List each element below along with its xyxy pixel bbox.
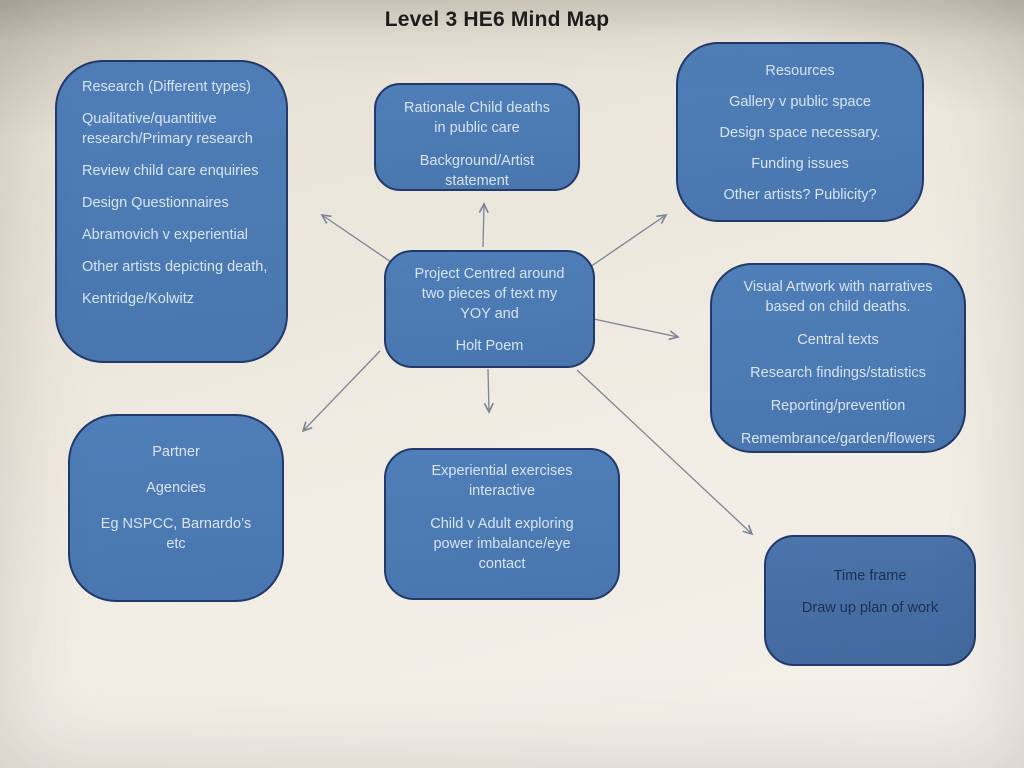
node-text: Child v Adult exploring power imbalance/… [430,516,574,572]
arrow-center-to-visual [588,317,680,341]
arrow-center-to-partner [301,350,381,433]
node-text: Remembrance/garden/flowers [740,431,936,447]
node-research: Research (Different types) Qualitative/q… [55,60,288,363]
node-text: Reporting/prevention [770,398,906,414]
node-text: Agencies [146,480,206,496]
node-text: Design space necessary. [719,125,881,141]
node-text: Time frame [833,568,907,584]
node-text: Kentridge/Kolwitz [82,291,195,307]
node-text: Other artists? Publicity? [723,187,877,203]
node-rationale: Rationale Child deaths in public care Ba… [374,83,580,191]
node-text: Design Questionnaires [82,195,229,211]
page-title: Level 3 HE6 Mind Map [384,8,610,31]
node-text: Research findings/statistics [750,365,926,381]
node-text: Experiential exercises interactive [431,463,573,499]
node-text: Partner [152,444,200,460]
node-resources: Resources Gallery v public space Design … [676,42,924,222]
node-visual-artwork: Visual Artwork with narratives based on … [710,263,966,453]
node-text: Background/Artist statement [419,153,535,189]
arrow-center-to-rationale [478,202,489,248]
node-text: Gallery v public space [729,94,871,110]
node-text: Visual Artwork with narratives based on … [743,279,933,315]
arrow-center-to-resources [589,213,668,268]
node-text: Review child care enquiries [82,163,259,179]
arrow-center-to-experiential [483,368,494,414]
node-text: Eg NSPCC, Barnardo’s etc [100,516,252,552]
node-text: Draw up plan of work [801,600,939,616]
node-text: Holt Poem [455,338,524,354]
arrow-center-to-research [320,213,392,263]
node-text: Central texts [797,332,879,348]
node-text: Resources [765,63,835,79]
node-partner-agencies: Partner Agencies Eg NSPCC, Barnardo’s et… [68,414,284,602]
node-project-centre: Project Centred around two pieces of tex… [384,250,595,368]
node-text: Abramovich v experiential [82,227,249,243]
node-text: Research (Different types) [82,79,251,95]
node-experiential: Experiential exercises interactive Child… [384,448,620,600]
node-text: Other artists depicting death, [82,259,268,275]
node-text: Project Centred around two pieces of tex… [414,266,565,322]
node-text: Rationale Child deaths in public care [404,100,550,136]
node-text: Funding issues [751,156,849,172]
node-text: Qualitative/quantitive research/Primary … [82,111,253,147]
node-timeframe: Time frame Draw up plan of work [764,535,976,666]
